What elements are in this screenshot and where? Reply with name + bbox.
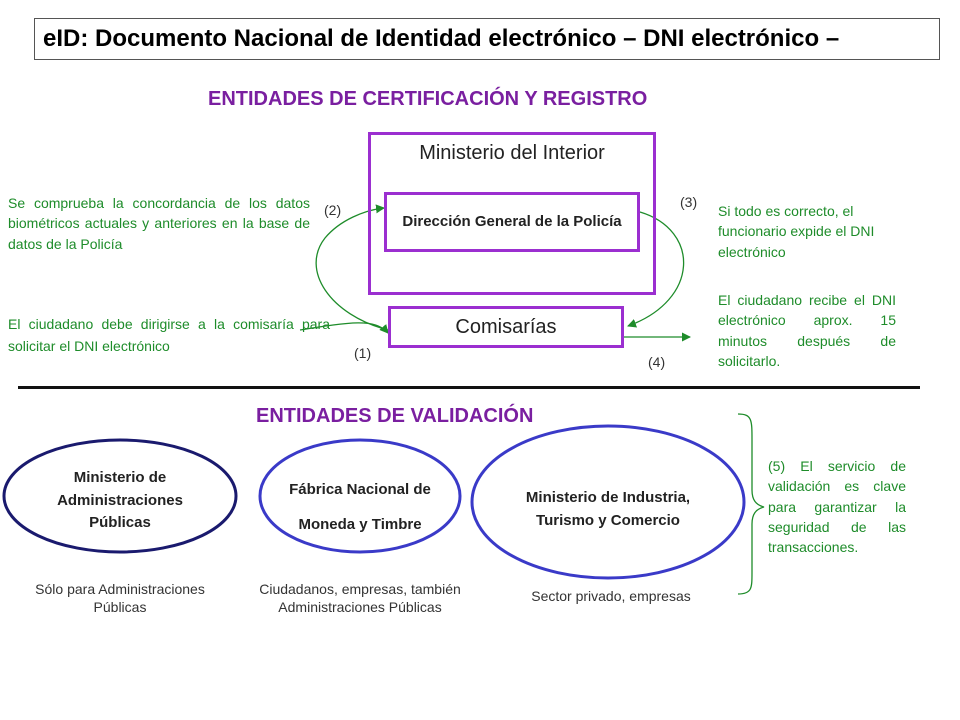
step-3-label: (3) (680, 194, 698, 210)
step-2-label: (2) (324, 202, 342, 218)
section-divider (18, 386, 920, 389)
comisarias-box: Comisarías (388, 306, 624, 348)
entity-fnmt-line2: Moneda y Timbre (298, 516, 422, 533)
validation-heading: ENTIDADES DE VALIDACIÓN (256, 405, 534, 427)
arrow-step2 (315, 204, 389, 331)
note-citizen-receives-dni: El ciudadano recibe el DNI electrónico a… (718, 292, 896, 369)
entity-ministerio-administraciones: Ministerio de Administraciones Públicas (57, 469, 183, 531)
note-validation-key: (5) El servicio de validación es clave p… (768, 458, 906, 556)
arrow-step3 (627, 211, 685, 328)
validation-brace (737, 413, 765, 595)
note-biometric-check: Se comprueba la concordancia de los dato… (8, 195, 310, 252)
ellipse-mityc (470, 424, 746, 580)
ellipse-fnmt (258, 438, 462, 554)
ministerio-interior-label: Ministerio del Interior (419, 142, 605, 164)
page-title: eID: Documento Nacional de Identidad ele… (34, 18, 940, 60)
ministerio-interior-box (368, 132, 656, 295)
step-1-label: (1) (354, 345, 372, 361)
entity-ministerio-industria: Ministerio de Industria, Turismo y Comer… (525, 489, 691, 529)
direccion-general-policia-box: Dirección General de la Policía (384, 192, 640, 252)
caption-map: Sólo para Administraciones Públicas (35, 581, 205, 616)
note-citizen-goes-to-police: El ciudadano debe dirigirse a la comisar… (8, 316, 330, 354)
ellipse-map (2, 438, 238, 554)
entity-fnmt-line1: Fábrica Nacional de (289, 481, 431, 498)
note-issue-dni: Si todo es correcto, el funcionario expi… (718, 203, 875, 260)
step-4-label: (4) (648, 354, 666, 370)
certification-heading: ENTIDADES DE CERTIFICACIÓN Y REGISTRO (208, 88, 648, 110)
caption-mityc: Sector privado, empresas (531, 588, 691, 604)
caption-fnmt: Ciudadanos, empresas, también Administra… (259, 581, 461, 616)
